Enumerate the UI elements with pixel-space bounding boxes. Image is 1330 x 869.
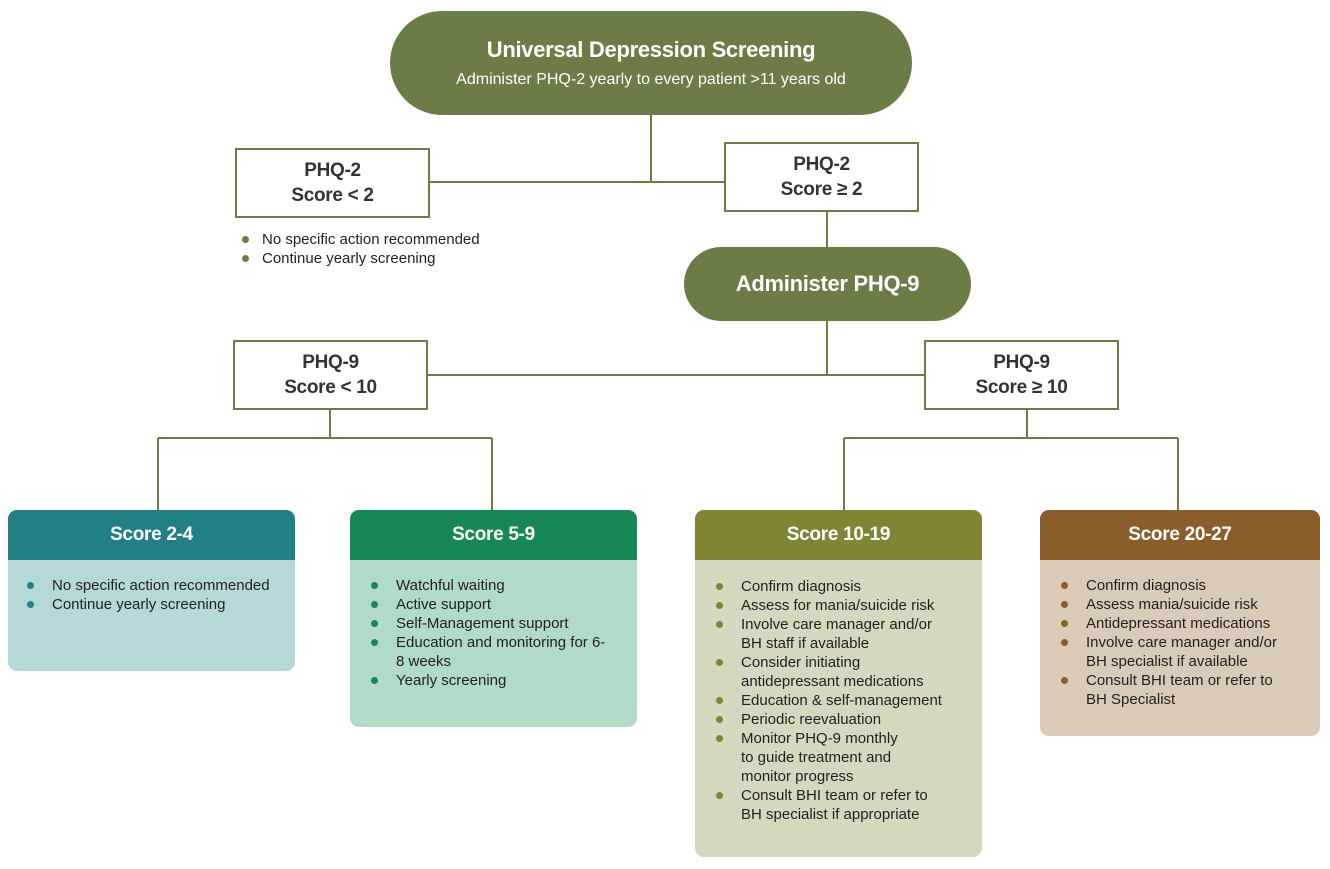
phq9-high-line2: Score ≥ 10 (975, 377, 1068, 398)
card-header: Score 5-9 (350, 510, 637, 560)
phq9-high-node: PHQ-9 Score ≥ 10 (924, 340, 1119, 410)
list-item: Continue yearly screening (26, 595, 287, 614)
administer-phq9-node: Administer PHQ-9 (684, 247, 971, 321)
card-header: Score 10-19 (695, 510, 982, 560)
phq2-high-line2: Score ≥ 2 (780, 179, 863, 200)
list-item: Involve care manager and/or BH staff if … (715, 615, 974, 653)
phq9-low-node: PHQ-9 Score < 10 (233, 340, 428, 410)
list-item: Periodic reevaluation (715, 710, 974, 729)
universal-screening-title: Universal Depression Screening (486, 37, 816, 62)
card-list: No specific action recommended Continue … (8, 560, 295, 614)
card-header: Score 20-27 (1040, 510, 1320, 560)
phq2-high-node: PHQ-2 Score ≥ 2 (724, 142, 919, 212)
list-item: Education and monitoring for 6-8 weeks (370, 633, 629, 671)
card-score-20-27: Score 20-27 Confirm diagnosis Assess man… (1040, 510, 1320, 736)
phq2-low-actions: No specific action recommended Continue … (236, 230, 480, 268)
list-item: No specific action recommended (236, 230, 480, 249)
list-item: Assess for mania/suicide risk (715, 596, 974, 615)
list-item: Active support (370, 595, 629, 614)
card-score-2-4: Score 2-4 No specific action recommended… (8, 510, 295, 671)
universal-screening-node: Universal Depression Screening Administe… (390, 11, 912, 115)
list-item: Continue yearly screening (236, 249, 480, 268)
list-item: Yearly screening (370, 671, 629, 690)
card-list: Watchful waiting Active support Self-Man… (350, 560, 637, 690)
list-item: No specific action recommended (26, 576, 287, 595)
card-score-5-9: Score 5-9 Watchful waiting Active suppor… (350, 510, 637, 727)
card-header: Score 2-4 (8, 510, 295, 560)
list-item: Consider initiating antidepressant medic… (715, 653, 974, 691)
universal-screening-subtitle: Administer PHQ-2 yearly to every patient… (456, 71, 846, 88)
list-item: Antidepressant medications (1060, 614, 1312, 633)
list-item: Confirm diagnosis (715, 577, 974, 596)
phq9-high-line1: PHQ-9 (993, 352, 1050, 373)
list-item: Education & self-management (715, 691, 974, 710)
list-item: Watchful waiting (370, 576, 629, 595)
administer-phq9-label: Administer PHQ-9 (735, 271, 920, 296)
phq2-low-line2: Score < 2 (291, 185, 374, 206)
card-score-10-19: Score 10-19 Confirm diagnosis Assess for… (695, 510, 982, 857)
phq9-low-line2: Score < 10 (284, 377, 377, 398)
list-item: Assess mania/suicide risk (1060, 595, 1312, 614)
phq9-low-line1: PHQ-9 (302, 352, 359, 373)
phq2-low-line1: PHQ-2 (304, 160, 361, 181)
phq2-high-line1: PHQ-2 (793, 154, 850, 175)
list-item: Involve care manager and/or BH specialis… (1060, 633, 1312, 671)
list-item: Consult BHI team or refer to BH speciali… (715, 786, 974, 824)
list-item: Confirm diagnosis (1060, 576, 1312, 595)
list-item: Self-Management support (370, 614, 629, 633)
card-list: Confirm diagnosis Assess for mania/suici… (695, 560, 982, 824)
card-list: Confirm diagnosis Assess mania/suicide r… (1040, 560, 1320, 709)
phq2-low-node: PHQ-2 Score < 2 (235, 148, 430, 218)
list-item: Monitor PHQ-9 monthly to guide treatment… (715, 729, 974, 786)
list-item: Consult BHI team or refer to BH Speciali… (1060, 671, 1312, 709)
